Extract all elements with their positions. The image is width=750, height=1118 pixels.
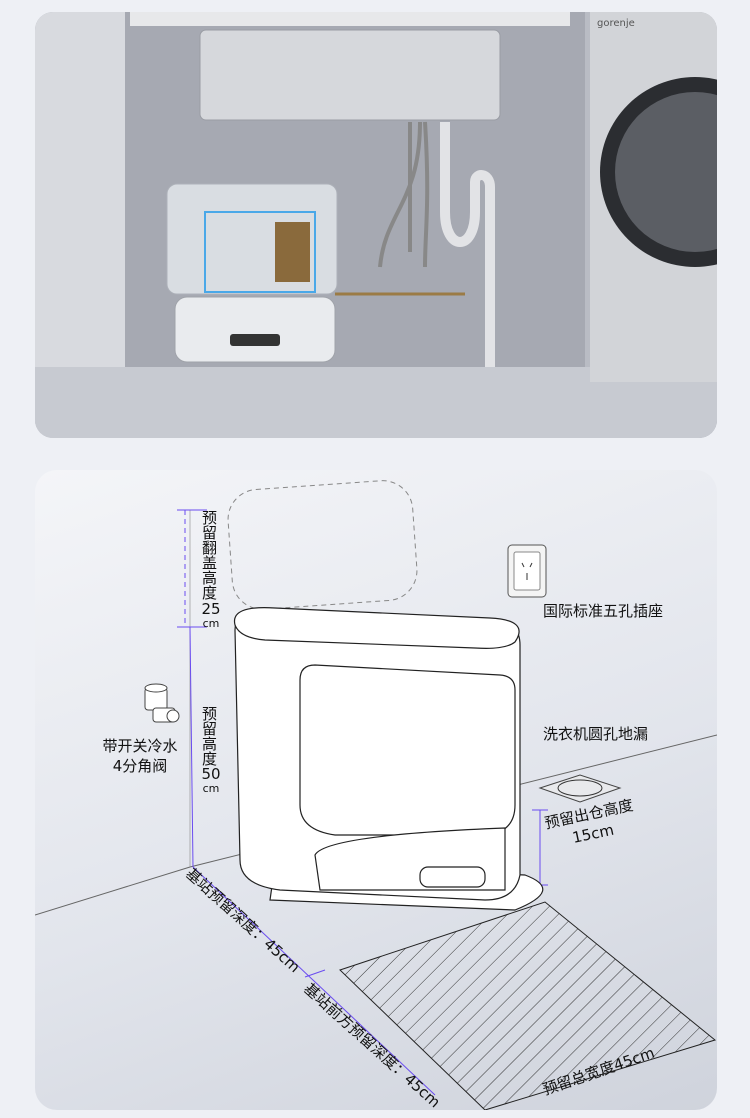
depth-dim-line: [192, 866, 436, 1096]
washer-brand-logo: gorenje: [597, 18, 635, 29]
height-value: 50: [201, 765, 221, 783]
valve-label: 带开关冷水 4分角阀: [90, 736, 190, 776]
installation-dimension-diagram: 基站预留深度：45cm 基站前方预留深度：45cm 预留总宽度45cm 预留翻盖…: [35, 470, 717, 1110]
floor-drain-icon: [538, 774, 622, 803]
base-station-drawing: [233, 607, 544, 911]
socket-icon: [507, 544, 547, 598]
flip-lid-value: 25: [201, 600, 221, 618]
reserved-height-label: 预留高度: [200, 706, 218, 766]
reserved-area: [339, 901, 717, 1110]
valve-label-line1: 带开关冷水: [102, 737, 178, 755]
height-unit: cm: [202, 782, 220, 795]
floor-drain-label: 洗衣机圆孔地漏: [543, 725, 649, 743]
product-installation-photo: gorenje: [35, 12, 717, 438]
diagram-drawing: 基站预留深度：45cm 基站前方预留深度：45cm 预留总宽度45cm: [35, 480, 717, 1110]
socket-label: 国际标准五孔插座: [543, 602, 664, 620]
height-dim-line: [189, 626, 194, 868]
lid-outline: [227, 480, 418, 610]
flip-lid-unit: cm: [202, 617, 220, 630]
photo-illustration: gorenje: [35, 12, 717, 438]
valve-label-line2: 4分角阀: [112, 757, 168, 775]
flip-lid-height-label: 预留翻盖高度: [200, 510, 218, 600]
angle-valve-icon: [144, 683, 180, 723]
